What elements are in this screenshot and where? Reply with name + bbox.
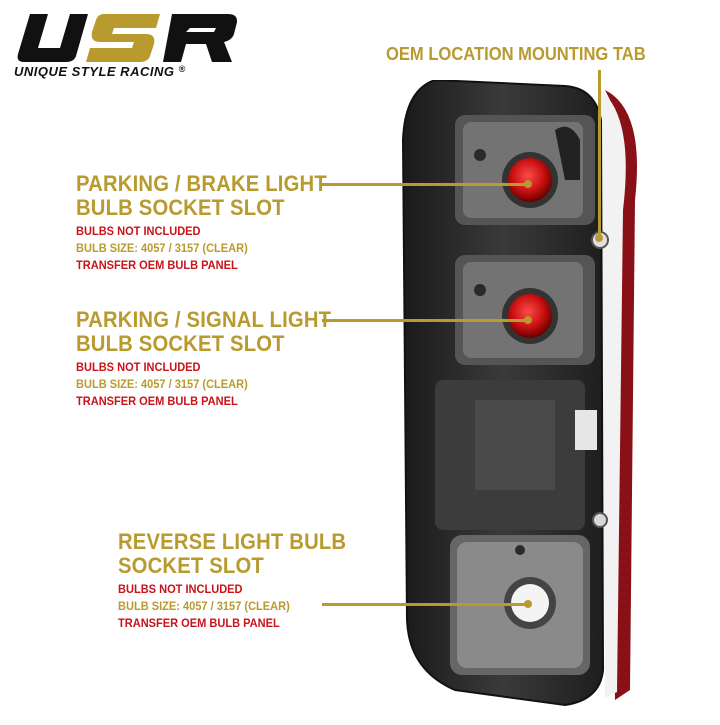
product-label: [575, 410, 597, 450]
brake-callout: PARKING / BRAKE LIGHT BULB SOCKET SLOT B…: [76, 172, 349, 274]
mounting-tab-label: OEM LOCATION MOUNTING TAB: [386, 44, 646, 64]
brake-leader: [322, 183, 527, 186]
brake-dot: [524, 180, 532, 188]
brake-title-line2: BULB SOCKET SLOT: [76, 195, 285, 220]
signal-title-line2: BULB SOCKET SLOT: [76, 331, 285, 356]
reverse-title-line2: SOCKET SLOT: [118, 553, 264, 578]
reverse-transfer: TRANSFER OEM BULB PANEL: [118, 616, 280, 630]
signal-callout: PARKING / SIGNAL LIGHT BULB SOCKET SLOT …: [76, 308, 353, 410]
brake-bulb-size: BULB SIZE: 4057 / 3157 (CLEAR): [76, 241, 248, 255]
brake-title-line1: PARKING / BRAKE LIGHT: [76, 171, 327, 196]
signal-note: BULBS NOT INCLUDED: [76, 360, 201, 374]
reverse-leader: [322, 603, 527, 606]
brake-transfer: TRANSFER OEM BULB PANEL: [76, 258, 238, 272]
signal-bulb-size: BULB SIZE: 4057 / 3157 (CLEAR): [76, 377, 248, 391]
usr-logo-mark: [17, 14, 237, 62]
brand-name-text: UNIQUE STYLE RACING: [14, 64, 175, 79]
registered-mark: ®: [178, 64, 186, 74]
brand-logo: [14, 10, 244, 80]
brand-name: UNIQUE STYLE RACING ®: [14, 64, 186, 79]
signal-title-line1: PARKING / SIGNAL LIGHT: [76, 307, 332, 332]
tail-lamp-housing: [395, 78, 720, 720]
reverse-bulb-size: BULB SIZE: 4057 / 3157 (CLEAR): [118, 599, 290, 613]
signal-transfer: TRANSFER OEM BULB PANEL: [76, 394, 238, 408]
signal-dot: [524, 316, 532, 324]
reverse-callout: REVERSE LIGHT BULB SOCKET SLOT BULBS NOT…: [118, 530, 366, 632]
signal-leader: [322, 319, 527, 322]
reverse-title-line1: REVERSE LIGHT BULB: [118, 529, 347, 554]
mounting-tab-dot: [595, 234, 603, 242]
reverse-dot: [524, 600, 532, 608]
brake-note: BULBS NOT INCLUDED: [76, 224, 201, 238]
mounting-tab-leader: [598, 70, 601, 238]
reverse-note: BULBS NOT INCLUDED: [118, 582, 243, 596]
